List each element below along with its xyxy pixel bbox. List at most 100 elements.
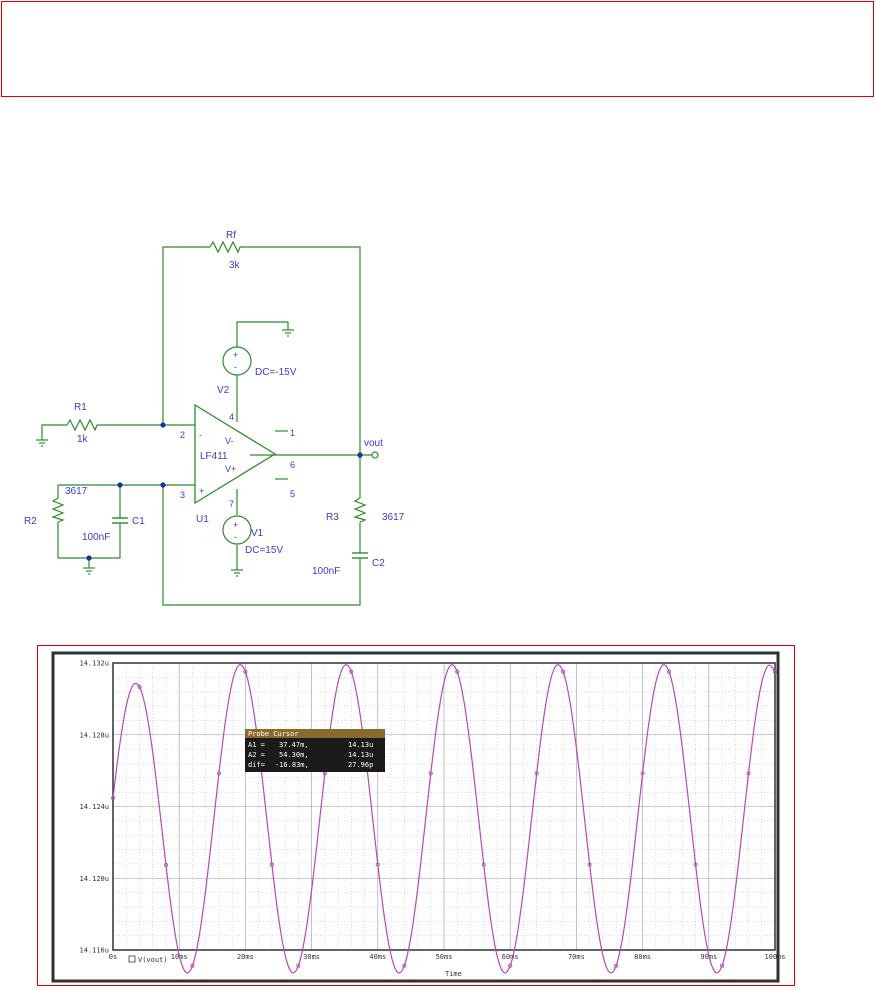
legend: V(vout) [128, 955, 168, 964]
data-point [455, 669, 460, 674]
x-axis-label: Time [445, 970, 462, 978]
data-point [720, 963, 725, 968]
probe-row-dif-x: -16.83m, [275, 761, 309, 769]
x-tick-label: 20ms [237, 953, 254, 961]
voltage-source-v2: + - [222, 346, 252, 376]
data-point [534, 771, 539, 776]
pin-2: 2 [180, 430, 185, 440]
x-tick-label: 30ms [303, 953, 320, 961]
junctions [86, 422, 363, 561]
v1-value: DC=15V [245, 545, 283, 556]
ground-icon [36, 439, 48, 447]
output-terminal [371, 451, 379, 459]
resistor-rf [209, 240, 241, 254]
v1-name: V1 [251, 528, 264, 539]
junction-dot [160, 482, 166, 488]
data-point [137, 684, 142, 689]
data-point [508, 963, 513, 968]
probe-row-a1-y: 14.13u [348, 741, 373, 749]
x-tick-label: 40ms [369, 953, 386, 961]
ground-icon [282, 329, 294, 337]
probe-cursor-title: Probe Cursor [248, 730, 299, 738]
data-point [402, 963, 407, 968]
data-point [428, 771, 433, 776]
capacitor-c2 [352, 552, 368, 561]
legend-label: V(vout) [138, 956, 168, 964]
data-point [163, 862, 168, 867]
data-point [216, 771, 221, 776]
x-tick-label: 70ms [568, 953, 585, 961]
legend-marker [128, 955, 136, 963]
circuit-schematic: + - + - Rf 3k R1 1k R2 3617 R3 3617 C1 1… [24, 230, 405, 606]
opamp-u1 [194, 403, 277, 505]
resistor-r2 [51, 497, 65, 523]
rf-value: 3k [229, 260, 241, 271]
probe-row-a2-y: 14.13u [348, 751, 373, 759]
wire-v2-top [236, 321, 289, 347]
voltage-source-v1: + - [222, 515, 252, 545]
r1-name: R1 [74, 402, 87, 413]
y-tick-label: 14.120u [79, 875, 109, 883]
data-point [296, 963, 301, 968]
r2-name: R2 [24, 516, 37, 527]
opamp-inv-sign: - [199, 430, 202, 440]
resistor-r3 [353, 497, 367, 523]
c2-value: 100nF [312, 566, 340, 577]
wire-r1-ground [41, 424, 67, 440]
plot-area [112, 662, 776, 951]
data-point [773, 669, 778, 674]
junction-dot [160, 422, 166, 428]
net-label-vout: vout [364, 438, 383, 449]
pin-6: 6 [290, 460, 295, 470]
wire-feedback-top [162, 246, 210, 425]
x-tick-label: 50ms [436, 953, 453, 961]
data-point [667, 669, 672, 674]
y-tick-labels: 14.116u 14.120u 14.124u 14.128u 14.132u [79, 660, 109, 955]
data-point [190, 963, 195, 968]
y-tick-label: 14.116u [79, 947, 109, 955]
series-markers [111, 669, 778, 968]
r3-value: 3617 [382, 512, 405, 523]
pin-7: 7 [229, 499, 234, 509]
wires [41, 246, 372, 606]
y-tick-label: 14.128u [79, 731, 109, 739]
data-point [693, 862, 698, 867]
opamp-noninv-sign: + [199, 486, 204, 496]
c1-value: 100nF [82, 532, 110, 543]
probe-cursor-box[interactable]: Probe Cursor A1 = 37.47m, 14.13u A2 = 54… [245, 729, 385, 772]
r2-value: 3617 [65, 486, 88, 497]
y-tick-label: 14.124u [79, 803, 109, 811]
v2-name: V2 [217, 385, 230, 396]
probe-row-a1-label: A1 = [248, 741, 265, 749]
y-tick-label: 14.132u [79, 660, 109, 668]
junction-dot [357, 452, 363, 458]
u1-value: LF411 [200, 451, 228, 462]
capacitor-c1 [112, 517, 128, 527]
data-point [587, 862, 592, 867]
x-tick-label: 80ms [634, 953, 651, 961]
header-box [1, 1, 874, 97]
c2-name: C2 [372, 558, 385, 569]
x-tick-label: 100ms [764, 953, 785, 961]
x-tick-label: 60ms [502, 953, 519, 961]
ground-icon [231, 569, 243, 577]
probe-row-a1-x: 37.47m, [279, 741, 309, 749]
junction-dot [86, 555, 92, 561]
pin-5: 5 [290, 489, 295, 499]
c1-name: C1 [132, 516, 145, 527]
svg-text:-: - [234, 532, 237, 542]
data-point [561, 669, 566, 674]
v2-value: DC=-15V [255, 367, 297, 378]
ground-icon [83, 567, 95, 575]
series-line-vout [112, 664, 776, 974]
probe-row-a2-x: 54.30m, [279, 751, 309, 759]
u1-name: U1 [196, 514, 209, 525]
opamp-vminus: V- [225, 436, 234, 446]
data-point [243, 669, 248, 674]
wire-feedback-right [240, 246, 361, 455]
pin-1: 1 [290, 428, 295, 438]
probe-row-dif-y: 27.96p [348, 761, 373, 769]
svg-text:-: - [234, 362, 237, 372]
